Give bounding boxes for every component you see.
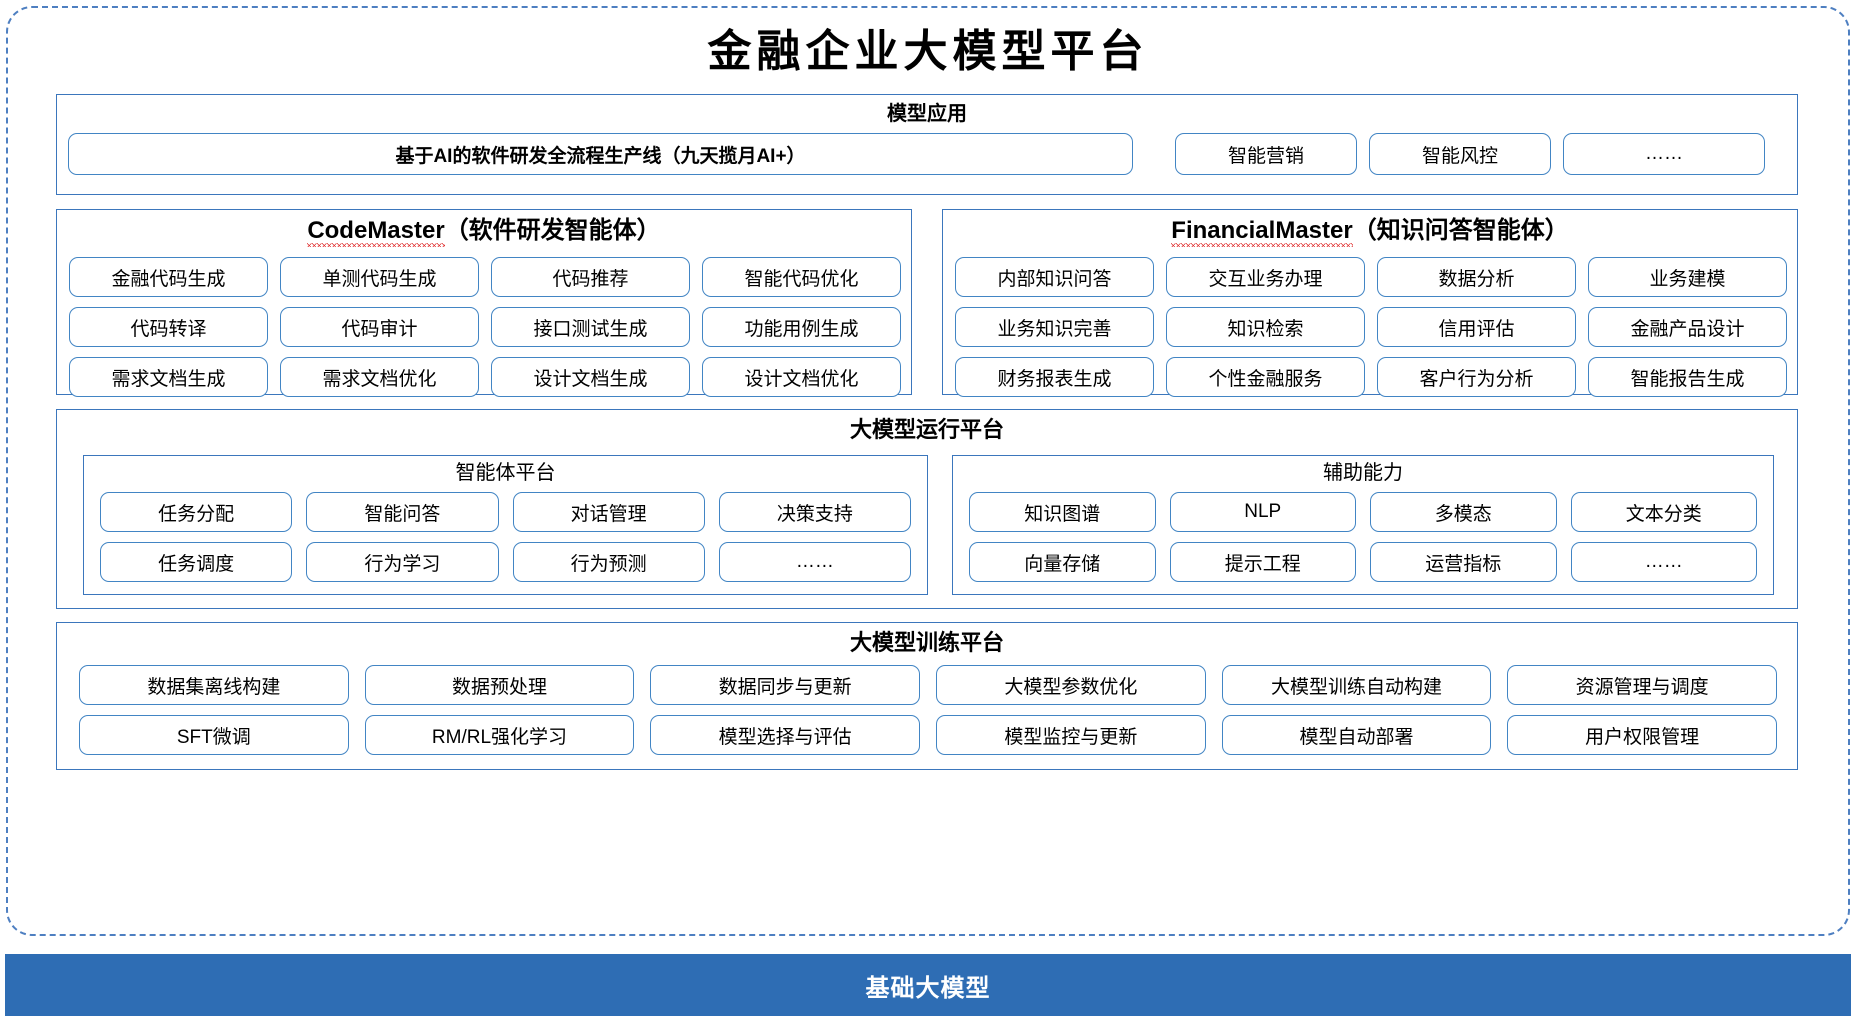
- section-title-model-application: 模型应用: [887, 103, 967, 125]
- chip-agent-platform-item[interactable]: 智能问答: [306, 492, 499, 532]
- chip-codemaster-item[interactable]: 代码审计: [280, 307, 479, 347]
- chip-training-item[interactable]: 模型监控与更新: [935, 715, 1206, 755]
- chip-intelligent-marketing[interactable]: 智能营销: [1175, 133, 1357, 175]
- chip-financialmaster-item[interactable]: 业务建模: [1588, 257, 1787, 297]
- section-model-application: 模型应用 基于AI的软件研发全流程生产线（九天揽月AI+） 智能营销 智能风控 …: [56, 94, 1798, 195]
- agent-platform-grid: 任务分配 智能问答 对话管理 决策支持 任务调度 行为学习 行为预测 ……: [100, 492, 911, 582]
- chip-training-item[interactable]: 资源管理与调度: [1507, 665, 1777, 705]
- financialmaster-name-cn: （知识问答智能体）: [1352, 217, 1569, 244]
- chip-agent-platform-item[interactable]: 任务分配: [100, 492, 293, 532]
- chip-codemaster-item[interactable]: 金融代码生成: [69, 257, 268, 297]
- section-runtime-platform: 大模型运行平台 智能体平台 任务分配 智能问答 对话管理 决策支持 任务调度 行…: [56, 409, 1798, 609]
- chip-training-item[interactable]: 模型自动部署: [1221, 715, 1492, 755]
- chip-model-application-more[interactable]: ……: [1563, 133, 1765, 175]
- chip-codemaster-item[interactable]: 单测代码生成: [280, 257, 479, 297]
- codemaster-capability-grid: 金融代码生成 单测代码生成 代码推荐 智能代码优化 代码转译 代码审计 接口测试…: [69, 257, 901, 397]
- chip-training-item[interactable]: RM/RL强化学习: [364, 715, 635, 755]
- chip-training-item[interactable]: 数据集离线构建: [79, 665, 349, 705]
- chip-codemaster-item[interactable]: 代码推荐: [491, 257, 690, 297]
- subsection-title-assist-capability: 辅助能力: [1323, 462, 1403, 484]
- chip-financialmaster-item[interactable]: 智能报告生成: [1588, 357, 1787, 397]
- chip-financialmaster-item[interactable]: 内部知识问答: [955, 257, 1154, 297]
- chip-financialmaster-item[interactable]: 知识检索: [1166, 307, 1365, 347]
- training-platform-grid: 数据集离线构建 数据预处理 数据同步与更新 大模型参数优化 大模型训练自动构建 …: [79, 665, 1777, 755]
- chip-training-item[interactable]: 数据同步与更新: [650, 665, 920, 705]
- chip-codemaster-item[interactable]: 代码转译: [69, 307, 268, 347]
- assist-capability-grid: 知识图谱 NLP 多模态 文本分类 向量存储 提示工程 运营指标 ……: [969, 492, 1757, 582]
- chip-assist-item[interactable]: 提示工程: [1169, 542, 1356, 582]
- chip-assist-item[interactable]: 向量存储: [969, 542, 1156, 582]
- chip-financialmaster-item[interactable]: 金融产品设计: [1588, 307, 1787, 347]
- chip-assist-item[interactable]: 运营指标: [1370, 542, 1557, 582]
- chip-agent-platform-item[interactable]: 决策支持: [718, 492, 911, 532]
- chip-training-item[interactable]: 大模型训练自动构建: [1221, 665, 1492, 705]
- section-financialmaster: FinancialMaster（知识问答智能体） 内部知识问答 交互业务办理 数…: [942, 209, 1798, 397]
- base-model-label: 基础大模型: [865, 974, 991, 1002]
- chip-codemaster-item[interactable]: 功能用例生成: [702, 307, 901, 347]
- section-title-codemaster: CodeMaster（软件研发智能体）: [57, 217, 911, 247]
- section-title-training-platform: 大模型训练平台: [849, 630, 1004, 655]
- chip-agent-platform-item[interactable]: 行为预测: [512, 542, 705, 582]
- subsection-title-agent-platform: 智能体平台: [455, 462, 556, 484]
- subsection-assist-capability: 辅助能力 知识图谱 NLP 多模态 文本分类 向量存储 提示工程 运营指标 ……: [952, 455, 1774, 595]
- codemaster-name-cn: （软件研发智能体）: [444, 217, 661, 244]
- chip-financialmaster-item[interactable]: 客户行为分析: [1377, 357, 1576, 397]
- chip-codemaster-item[interactable]: 设计文档生成: [491, 357, 690, 397]
- chip-financialmaster-item[interactable]: 个性金融服务: [1166, 357, 1365, 397]
- chip-training-item[interactable]: SFT微调: [79, 715, 349, 755]
- chip-training-item[interactable]: 模型选择与评估: [650, 715, 920, 755]
- financialmaster-name-label: FinancialMaster: [1171, 217, 1354, 247]
- chip-codemaster-item[interactable]: 需求文档生成: [69, 357, 268, 397]
- financialmaster-capability-grid: 内部知识问答 交互业务办理 数据分析 业务建模 业务知识完善 知识检索 信用评估…: [955, 257, 1787, 397]
- subsection-agent-platform: 智能体平台 任务分配 智能问答 对话管理 决策支持 任务调度 行为学习 行为预测…: [83, 455, 928, 595]
- chip-assist-item[interactable]: 多模态: [1370, 492, 1557, 532]
- chip-training-item[interactable]: 大模型参数优化: [935, 665, 1206, 705]
- base-model-bar: 基础大模型: [5, 954, 1851, 1016]
- chip-agent-platform-item[interactable]: 行为学习: [306, 542, 499, 582]
- model-application-chip-row: 基于AI的软件研发全流程生产线（九天揽月AI+） 智能营销 智能风控 ……: [68, 133, 1788, 175]
- chip-codemaster-item[interactable]: 设计文档优化: [702, 357, 901, 397]
- chip-assist-item[interactable]: ……: [1570, 542, 1757, 582]
- chip-codemaster-item[interactable]: 需求文档优化: [280, 357, 479, 397]
- chip-assist-item[interactable]: 文本分类: [1570, 492, 1757, 532]
- section-codemaster: CodeMaster（软件研发智能体） 金融代码生成 单测代码生成 代码推荐 智…: [56, 209, 912, 397]
- chip-agent-platform-item[interactable]: 对话管理: [512, 492, 705, 532]
- chip-codemaster-item[interactable]: 智能代码优化: [702, 257, 901, 297]
- chip-intelligent-risk-control[interactable]: 智能风控: [1369, 133, 1551, 175]
- chip-training-item[interactable]: 数据预处理: [364, 665, 635, 705]
- chip-assist-item[interactable]: 知识图谱: [969, 492, 1156, 532]
- chip-assist-item[interactable]: NLP: [1169, 492, 1356, 532]
- chip-agent-platform-item[interactable]: ……: [718, 542, 911, 582]
- section-title-financialmaster: FinancialMaster（知识问答智能体）: [943, 217, 1797, 247]
- chip-training-item[interactable]: 用户权限管理: [1507, 715, 1777, 755]
- chip-financialmaster-item[interactable]: 信用评估: [1377, 307, 1576, 347]
- codemaster-name-label: CodeMaster: [307, 217, 446, 247]
- section-title-runtime-platform: 大模型运行平台: [849, 417, 1004, 442]
- chip-financialmaster-item[interactable]: 业务知识完善: [955, 307, 1154, 347]
- chip-agent-platform-item[interactable]: 任务调度: [100, 542, 293, 582]
- chip-codemaster-item[interactable]: 接口测试生成: [491, 307, 690, 347]
- page-title: 金融企业大模型平台: [707, 26, 1149, 77]
- chip-financialmaster-item[interactable]: 财务报表生成: [955, 357, 1154, 397]
- chip-ai-software-pipeline[interactable]: 基于AI的软件研发全流程生产线（九天揽月AI+）: [68, 133, 1133, 175]
- section-training-platform: 大模型训练平台 数据集离线构建 数据预处理 数据同步与更新 大模型参数优化 大模…: [56, 622, 1798, 770]
- chip-financialmaster-item[interactable]: 数据分析: [1377, 257, 1576, 297]
- chip-financialmaster-item[interactable]: 交互业务办理: [1166, 257, 1365, 297]
